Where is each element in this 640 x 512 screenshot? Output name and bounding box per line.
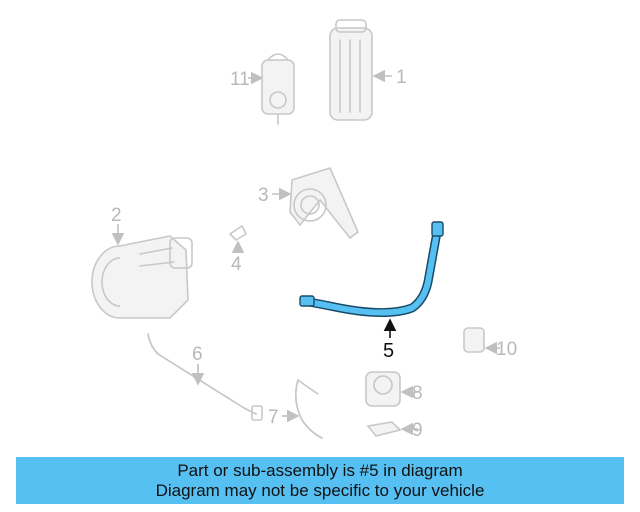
label-part-11: 11 [230, 69, 250, 90]
part-9-gasket[interactable] [366, 421, 418, 437]
label-part-2: 2 [111, 205, 122, 226]
label-part-5: 5 [383, 340, 394, 362]
part-11-valve[interactable] [248, 53, 295, 125]
parts-diagram: 1 11 3 4 2 6 [91, 19, 517, 441]
part-2-air-pump[interactable] [91, 224, 193, 319]
info-banner: Part or sub-assembly is #5 in diagram Di… [16, 457, 624, 504]
part-7-hose[interactable] [282, 379, 323, 439]
part-6-pipe[interactable] [147, 333, 263, 421]
part-4-clip[interactable] [229, 225, 247, 254]
label-part-8: 8 [412, 383, 423, 404]
label-part-3: 3 [258, 185, 269, 206]
label-part-4: 4 [231, 254, 242, 275]
banner-line-1: Part or sub-assembly is #5 in diagram [177, 461, 463, 480]
part-5-hose-highlighted[interactable] [299, 221, 444, 338]
part-10-connector[interactable] [463, 327, 500, 355]
part-3-bracket[interactable] [272, 167, 359, 240]
label-part-10: 10 [496, 339, 517, 360]
part-1-canister[interactable] [329, 19, 392, 121]
label-part-9: 9 [412, 420, 423, 441]
label-part-7: 7 [268, 407, 279, 428]
label-part-1: 1 [396, 67, 407, 88]
banner-line-2: Diagram may not be specific to your vehi… [155, 481, 485, 500]
part-8-valve[interactable] [365, 371, 418, 407]
label-part-6: 6 [192, 344, 203, 365]
